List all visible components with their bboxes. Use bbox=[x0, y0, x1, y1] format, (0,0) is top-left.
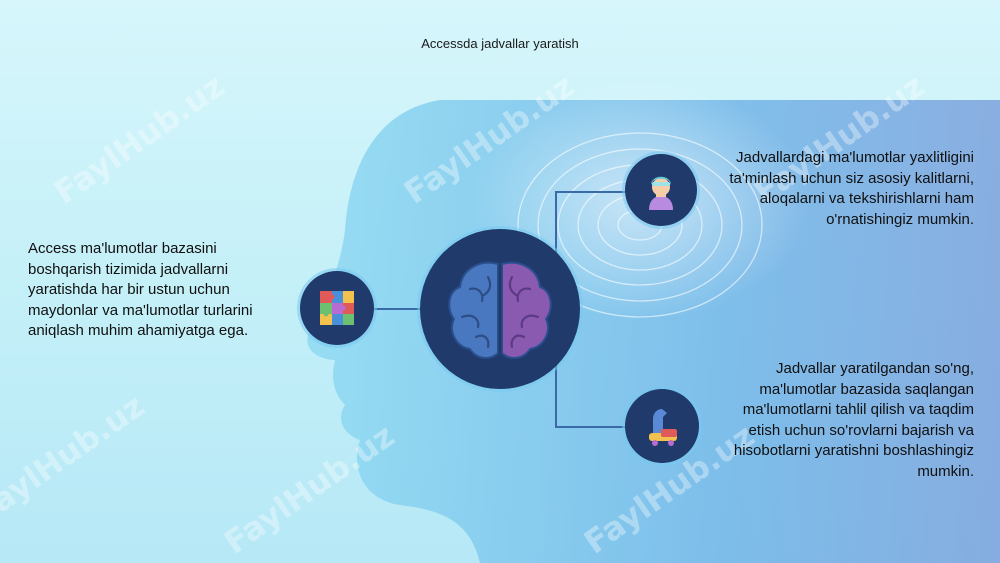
toy-circle bbox=[625, 389, 699, 463]
slide-title: Accessda jadvallar yaratish bbox=[421, 36, 579, 51]
person-icon bbox=[649, 176, 673, 210]
right-top-paragraph: Jadvallardagi ma'lumotlar yaxlitligini t… bbox=[729, 149, 974, 228]
right-bottom-paragraph: Jadvallar yaratilgandan so'ng, ma'lumotl… bbox=[733, 360, 974, 480]
puzzle-circle bbox=[300, 271, 374, 345]
person-circle bbox=[625, 154, 697, 226]
left-paragraph: Access ma'lumotlar bazasini boshqarish t… bbox=[28, 240, 253, 339]
puzzle-icon bbox=[320, 291, 354, 325]
brain-icon bbox=[448, 261, 552, 359]
toy-horse-icon bbox=[649, 409, 677, 446]
brain-circle bbox=[420, 229, 580, 389]
